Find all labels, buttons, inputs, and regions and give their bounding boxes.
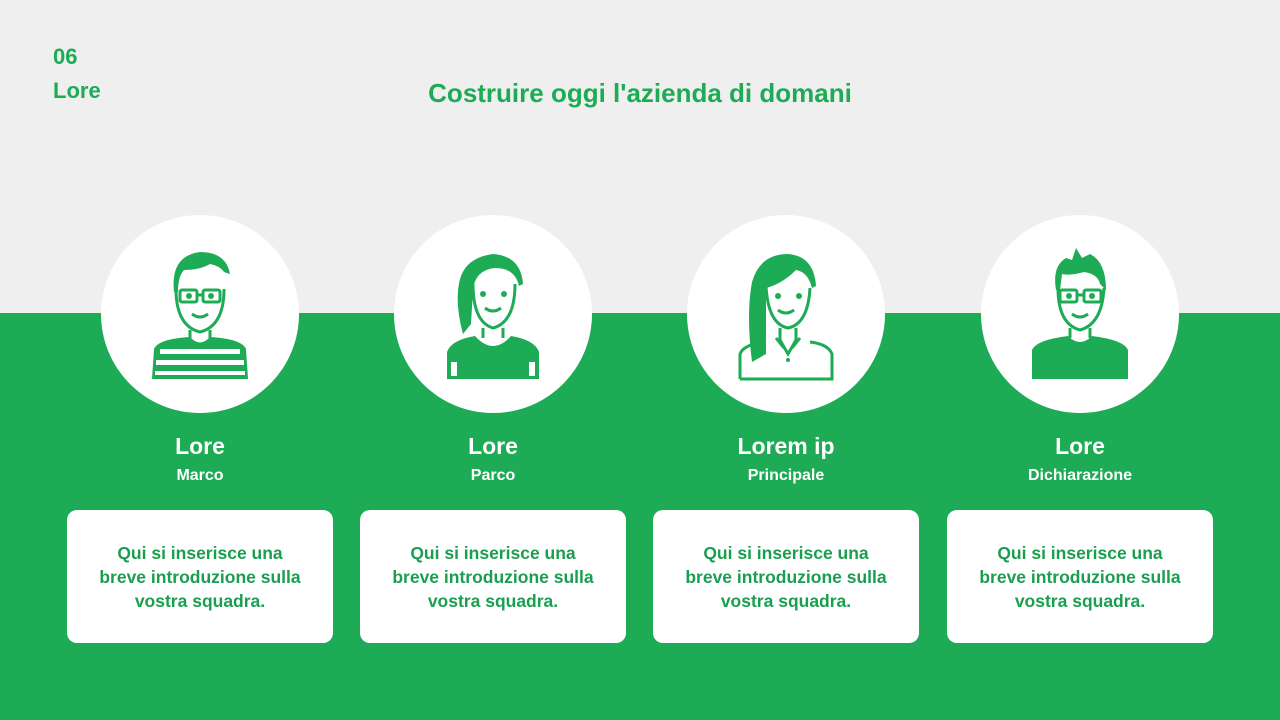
slide-label: Lore xyxy=(53,78,101,103)
member-description: Qui si inserisce una breve introduzione … xyxy=(99,542,301,611)
description-card: Qui si inserisce una breve introduzione … xyxy=(653,510,919,643)
member-name: Lore xyxy=(175,433,225,459)
avatar xyxy=(687,215,885,413)
member-description: Qui si inserisce una breve introduzione … xyxy=(685,542,887,611)
description-card: Qui si inserisce una breve introduzione … xyxy=(67,510,333,643)
description-card: Qui si inserisce una breve introduzione … xyxy=(360,510,626,643)
woman-long-hair-collar-shirt-icon xyxy=(738,254,834,381)
member-name: Lorem ip xyxy=(737,433,835,459)
member-description: Qui si inserisce una breve introduzione … xyxy=(392,542,594,611)
member-name: Lore xyxy=(468,433,518,459)
man-spiky-hair-glasses-icon xyxy=(1032,248,1128,379)
man-glasses-striped-shirt-icon xyxy=(152,252,248,379)
member-role: Parco xyxy=(470,467,516,484)
member-role: Dichiarazione xyxy=(1027,467,1133,484)
member-name: Lore xyxy=(1055,433,1105,459)
description-card: Qui si inserisce una breve introduzione … xyxy=(947,510,1213,643)
avatar xyxy=(101,215,299,413)
member-role: Principale xyxy=(747,467,825,484)
woman-ponytail-icon xyxy=(447,254,539,379)
member-role: Marco xyxy=(176,467,224,484)
avatar xyxy=(981,215,1179,413)
member-description: Qui si inserisce una breve introduzione … xyxy=(979,542,1181,611)
avatar xyxy=(394,215,592,413)
slide-number: 06 xyxy=(53,44,78,69)
page-title: Costruire oggi l'azienda di domani xyxy=(428,78,852,108)
